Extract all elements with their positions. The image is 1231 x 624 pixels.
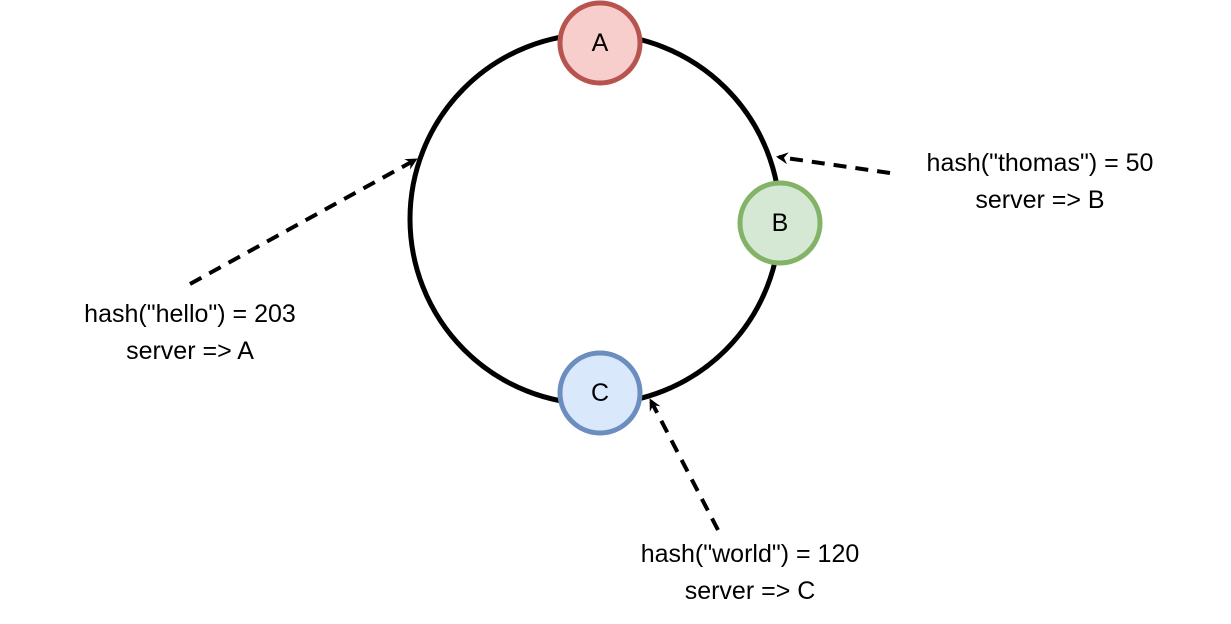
key-note-world: hash("world") = 120 server => C [600, 536, 900, 610]
key-hash-world: hash("world") = 120 [640, 540, 860, 568]
server-node-a: A [557, 0, 643, 86]
key-server-thomas: server => B [975, 186, 1105, 214]
server-node-b-label: B [772, 209, 789, 237]
server-node-a-label: A [592, 29, 609, 57]
server-node-a-circle [557, 0, 643, 86]
server-node-c: C [557, 350, 643, 436]
key-hash-thomas: hash("thomas") = 50 [926, 149, 1154, 177]
hash-ring [407, 31, 783, 407]
key-server-hello: server => A [126, 337, 254, 365]
server-node-c-label: C [591, 379, 609, 407]
key-server-world: server => C [684, 577, 816, 605]
server-node-c-circle [557, 350, 643, 436]
key-note-hello: hash("hello") = 203 server => A [40, 296, 340, 370]
server-node-b-circle [737, 180, 823, 266]
server-node-b: B [737, 180, 823, 266]
arrow-world [649, 398, 720, 531]
arrow-thomas [776, 152, 891, 175]
key-hash-hello: hash("hello") = 203 [84, 300, 296, 328]
arrow-hello [189, 158, 418, 286]
key-note-thomas: hash("thomas") = 50 server => B [890, 145, 1190, 219]
